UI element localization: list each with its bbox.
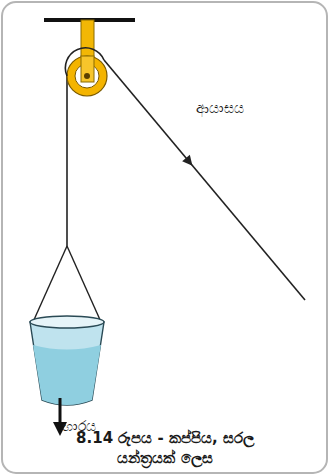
load-arrow: [59, 398, 62, 424]
bucket-handle: [33, 246, 67, 322]
pulley-wheel: [67, 56, 107, 96]
pulley-fork: [81, 56, 94, 82]
bucket-body: [30, 322, 104, 405]
frame: [2, 2, 327, 473]
effort-label: ආයාසය: [196, 100, 244, 117]
load-rope: [66, 74, 68, 246]
bucket-water: [33, 345, 101, 405]
bucket-rim: [30, 316, 104, 328]
pulley-axle: [84, 73, 90, 79]
rope-over-pulley: [65, 48, 104, 76]
figure-caption: 8.14 රූපය - කප්පිය, සරල යන්ත්‍රයක් ලෙස: [50, 428, 280, 469]
effort-arrowhead: [182, 155, 196, 169]
bucket-handle: [67, 246, 101, 322]
effort-rope: [104, 60, 305, 300]
